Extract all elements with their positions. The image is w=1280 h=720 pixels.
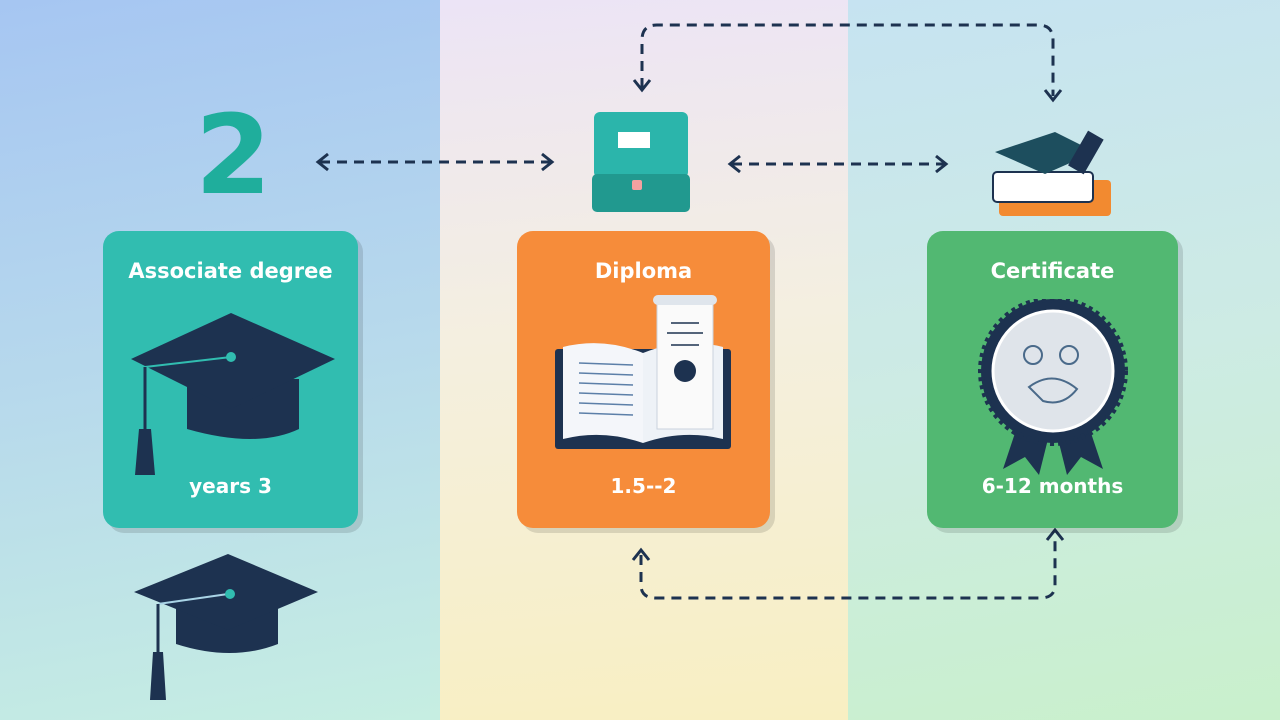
card-title: Diploma <box>594 259 693 283</box>
graduation-cap-icon <box>131 313 335 475</box>
card-duration: years 3 <box>189 474 272 498</box>
associate-degree-card: Associate degree years 3 <box>103 231 358 528</box>
card-title: Associate degree <box>128 259 333 283</box>
arrow-bottom-loop <box>639 535 1057 600</box>
box-icon <box>592 112 690 212</box>
arrow-top-loop <box>640 23 1055 96</box>
diploma-card: Diploma 1.5--2 <box>517 231 770 528</box>
award-seal-icon <box>978 299 1128 475</box>
card-duration: 6-12 months <box>981 474 1124 498</box>
book-diploma-icon <box>555 295 731 449</box>
card-duration: 1.5--2 <box>610 474 677 498</box>
card-title: Certificate <box>990 259 1115 283</box>
graduation-cap-bottom-icon <box>134 554 318 700</box>
headline-number: 2 <box>195 91 272 219</box>
books-cap-icon <box>992 130 1111 216</box>
certificate-card: Certificate 6-12 months <box>927 231 1178 528</box>
